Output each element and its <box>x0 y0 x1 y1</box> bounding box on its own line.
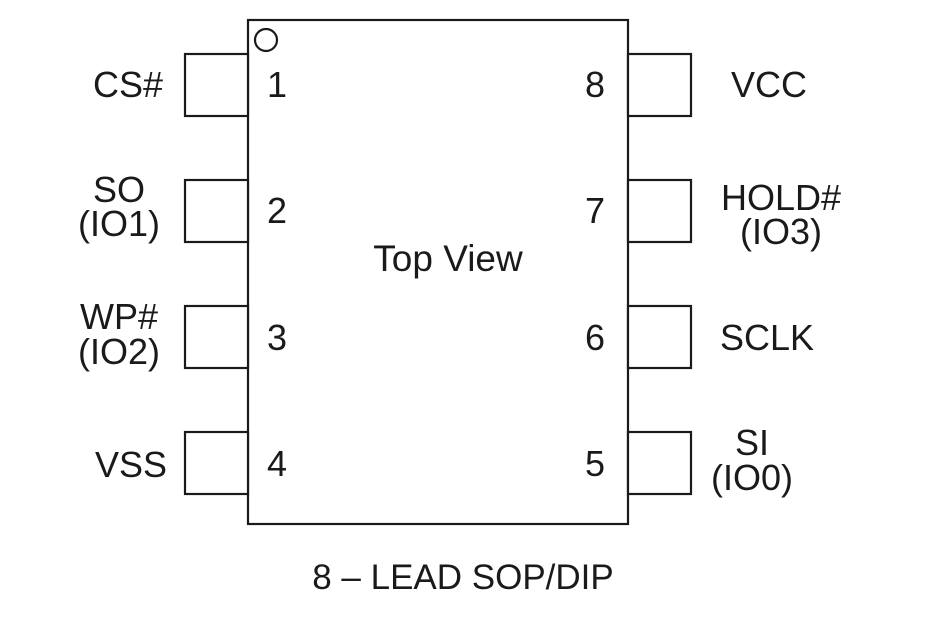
pin-number-7: 7 <box>585 190 605 231</box>
pin-number-8: 8 <box>585 64 605 105</box>
pin-lead-2 <box>183 178 250 244</box>
pin-5-alt-signal: (IO0) <box>711 457 793 498</box>
pin-lead-1 <box>183 52 250 118</box>
pin-number-6: 6 <box>585 317 605 358</box>
pin-lead-6 <box>626 304 693 370</box>
chip-body <box>246 18 630 526</box>
pin-2-signal: SO <box>93 169 145 210</box>
pin-3-signal: WP# <box>80 296 158 337</box>
pin-7-signal: HOLD# <box>721 177 841 218</box>
pin-number-2: 2 <box>267 190 287 231</box>
pin-2-alt-signal: (IO1) <box>78 203 160 244</box>
top-view-label: Top View <box>373 238 523 279</box>
pin-lead-3 <box>183 304 250 370</box>
pin-8-signal: VCC <box>731 64 807 105</box>
pin-number-4: 4 <box>267 443 287 484</box>
pin-6-signal: SCLK <box>720 317 814 358</box>
pin-lead-8 <box>626 52 693 118</box>
package-caption: 8 – LEAD SOP/DIP <box>312 558 614 597</box>
pin-7-alt-signal: (IO3) <box>740 211 822 252</box>
pin-5-signal: SI <box>735 422 769 463</box>
pin-lead-7 <box>626 178 693 244</box>
pin-number-5: 5 <box>585 443 605 484</box>
pin1-marker-icon <box>253 27 279 53</box>
pin-number-1: 1 <box>267 64 287 105</box>
pin-1-signal: CS# <box>93 64 163 105</box>
pin-3-alt-signal: (IO2) <box>78 331 160 372</box>
pin-lead-5 <box>626 430 693 496</box>
pin-number-3: 3 <box>267 317 287 358</box>
pin-4-signal: VSS <box>95 444 167 485</box>
pin-lead-4 <box>183 430 250 496</box>
